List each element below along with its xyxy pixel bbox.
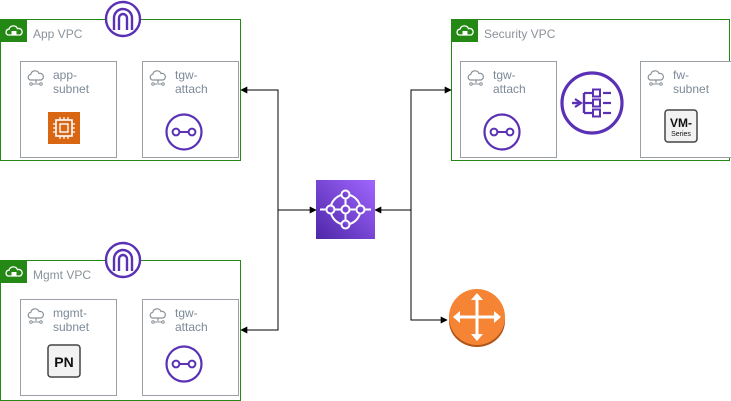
vpc-app: App VPC app- subnet (0, 19, 241, 161)
connector-app-to-tgw (240, 86, 317, 214)
subnet-cloud-icon (27, 70, 44, 86)
subnet-label: app- subnet (53, 68, 90, 96)
subnet-label: fw- subnet (673, 68, 710, 96)
panorama-label: PN (54, 354, 73, 370)
connector-tgw-to-security (374, 86, 452, 214)
internet-gateway-icon (104, 241, 142, 279)
transit-gateway-icon (316, 180, 375, 239)
vpc-lock-icon (452, 20, 478, 42)
tgw-attachment-icon (165, 113, 203, 151)
connector-tgw-to-router (410, 210, 448, 324)
ec2-instance-icon (48, 112, 80, 144)
internet-gateway-icon (104, 0, 142, 38)
subnet-cloud-icon (27, 308, 44, 324)
vpc-lock-icon (1, 20, 27, 42)
subnet-fw: fw- subnet VM- Series (640, 61, 731, 158)
subnet-label: mgmt- subnet (53, 306, 90, 334)
subnet-mgmt: mgmt- subnet PN (20, 299, 117, 396)
subnet-app-tgw-attach: tgw- attach (142, 61, 239, 158)
vm-series-icon: VM- Series (664, 109, 698, 143)
subnet-app: app- subnet (20, 61, 117, 158)
connector-mgmt-to-tgw (240, 210, 279, 334)
vm-series-sublabel: Series (671, 131, 691, 138)
panorama-icon: PN (47, 344, 81, 378)
subnet-label: tgw- attach (175, 306, 208, 334)
subnet-cloud-icon (149, 70, 166, 86)
vm-series-label: VM- (670, 116, 692, 130)
vpc-security: Security VPC tgw- attach (451, 19, 731, 161)
router-icon (449, 289, 505, 347)
subnet-cloud-icon (467, 70, 484, 86)
subnet-mgmt-tgw-attach: tgw- attach (142, 299, 239, 396)
subnet-label: tgw- attach (175, 68, 208, 96)
subnet-cloud-icon (149, 308, 166, 324)
gateway-load-balancer-icon (560, 71, 624, 135)
vpc-mgmt: Mgmt VPC mgmt- subnet PN (0, 260, 241, 401)
subnet-label: tgw- attach (493, 68, 526, 96)
tgw-attachment-icon (165, 345, 203, 383)
subnet-cloud-icon (647, 70, 664, 86)
vpc-label: Mgmt VPC (33, 268, 92, 282)
vpc-label: App VPC (33, 27, 83, 41)
subnet-security-tgw-attach: tgw- attach (460, 61, 557, 158)
vpc-label: Security VPC (484, 27, 556, 41)
vpc-lock-icon (1, 261, 27, 283)
tgw-attachment-icon (483, 113, 521, 151)
